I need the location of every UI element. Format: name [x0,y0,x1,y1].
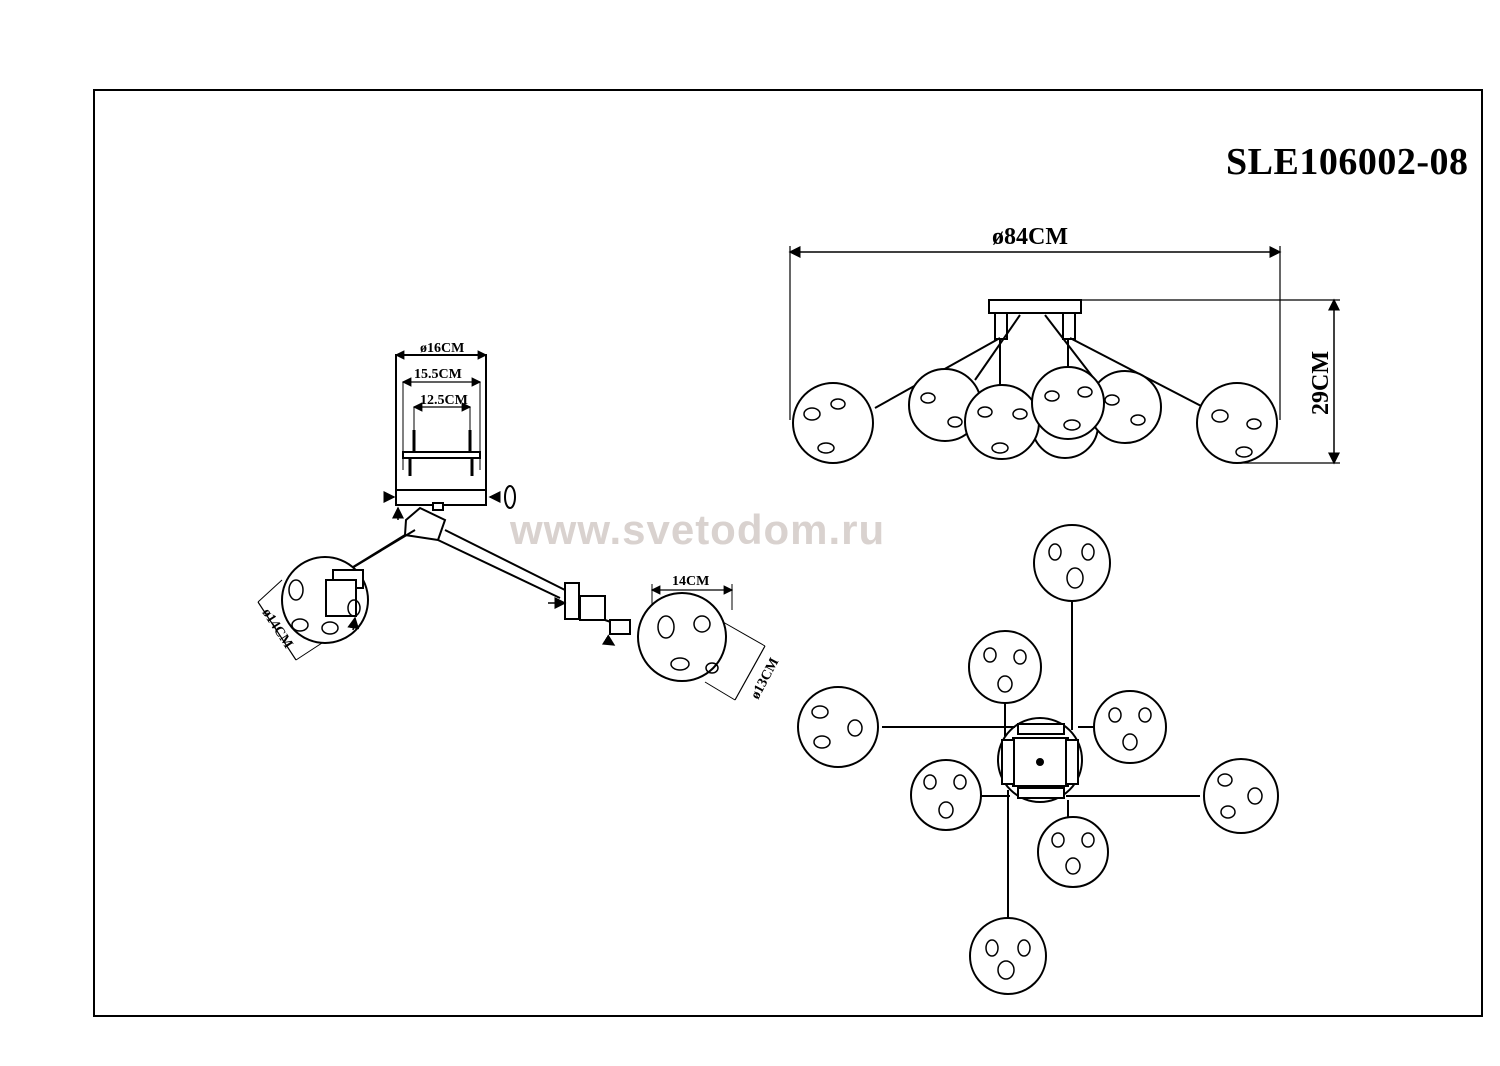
detail-view [257,350,766,701]
watermark: www.svetodom.ru [510,506,886,553]
top-view [797,524,1279,995]
mount-spacing-label: 12.5CM [420,393,468,408]
overall-diameter-label: ø84CM [992,224,1068,250]
shade-diameter-right-label: ø13CM [748,656,782,702]
shade-width-label: 14CM [672,574,709,589]
canopy-inner-label: 15.5CM [414,367,462,382]
sheet-border [93,89,1483,1017]
side-view [788,246,1340,465]
height-label: 29CM [1308,351,1334,415]
canopy-diameter-label: ø16CM [420,341,464,356]
model-number: SLE106002-08 [1226,141,1469,183]
